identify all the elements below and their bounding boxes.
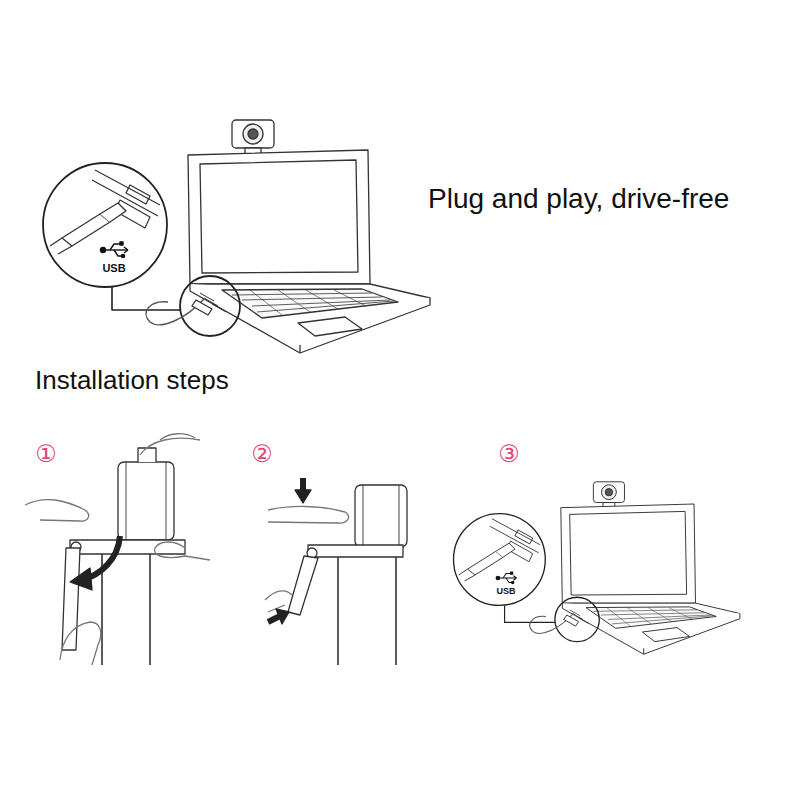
step-number: ② [251, 441, 273, 469]
port-label: USB [102, 262, 125, 275]
step-number: ① [35, 441, 57, 469]
section-heading: Installation steps [35, 366, 229, 396]
feature-heading: Plug and play, drive-free [428, 183, 729, 215]
step-number: ③ [498, 441, 520, 469]
port-label: USB [496, 586, 515, 596]
